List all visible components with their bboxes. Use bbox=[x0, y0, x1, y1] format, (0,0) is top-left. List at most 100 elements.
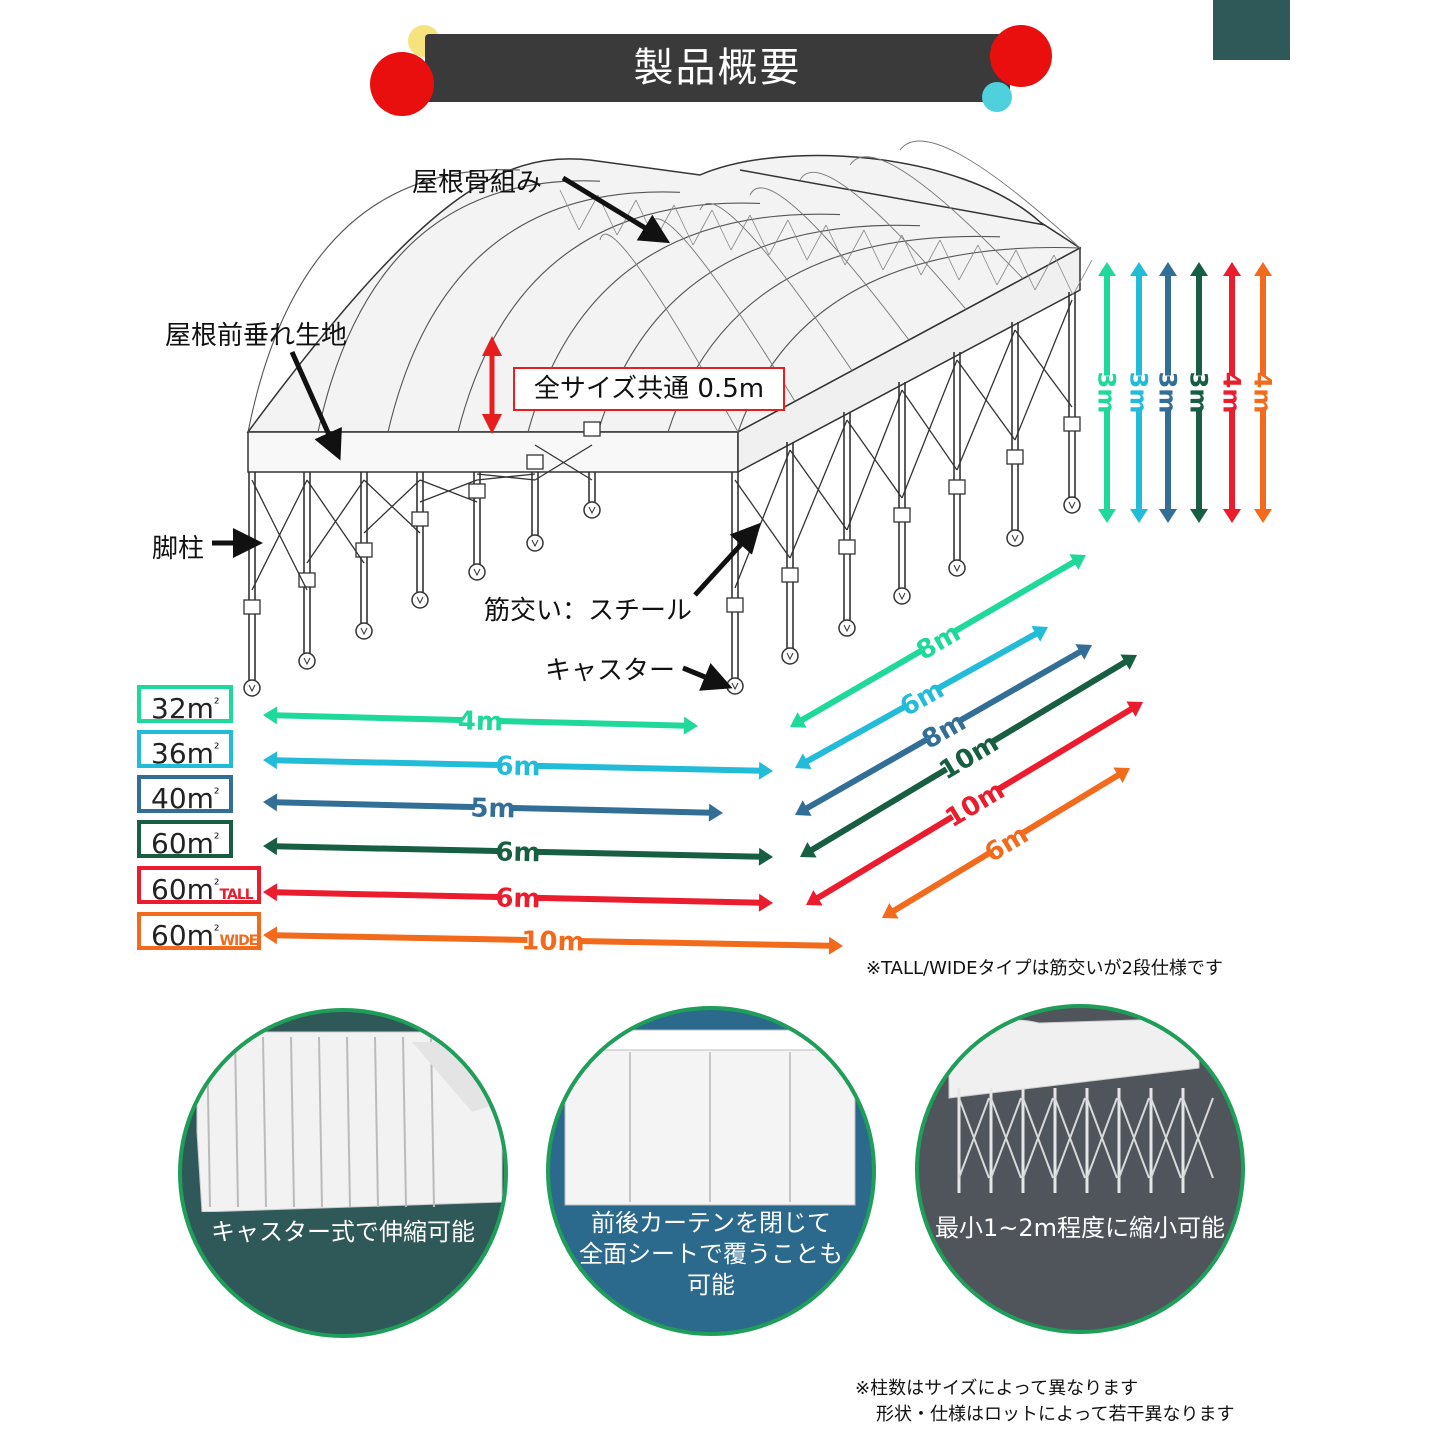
tent-fold bbox=[374, 1036, 379, 1208]
common-height-arrow-head bbox=[482, 414, 502, 434]
brace-label: 筋交い：スチール bbox=[484, 596, 693, 626]
depth-arrow-2-head bbox=[795, 800, 812, 816]
length-arrow-0: 4m bbox=[263, 705, 698, 737]
caster-mark bbox=[953, 564, 961, 573]
height-arrow-3-head bbox=[1190, 262, 1208, 276]
caster-wheel bbox=[468, 563, 486, 581]
common-height-label: 全サイズ共通 0.5m bbox=[513, 367, 785, 411]
length-arrow-3-label-group: 6m bbox=[495, 836, 541, 868]
length-arrow-3-head bbox=[758, 847, 773, 866]
feature-caption-3: 最小1~2m程度に縮小可能 bbox=[919, 1213, 1241, 1244]
cyan-dot bbox=[982, 82, 1012, 112]
length-arrow-4-head bbox=[263, 883, 278, 902]
caster-mark bbox=[588, 506, 596, 515]
size-suffix: TALL bbox=[219, 887, 254, 903]
cross-brace bbox=[956, 329, 1016, 471]
length-arrow-1-label: 6m bbox=[495, 751, 541, 782]
roof-truss-brace bbox=[863, 229, 884, 271]
depth-arrow-2-label-bg bbox=[920, 708, 967, 752]
length-arrow-3-label-bg bbox=[499, 836, 537, 867]
folded-brace bbox=[1086, 1097, 1118, 1179]
tent-curtain-photo bbox=[564, 1029, 856, 1206]
roof-truss-brace bbox=[939, 239, 960, 281]
height-arrow-1: 3m bbox=[1124, 262, 1152, 523]
caster-wheel bbox=[893, 587, 911, 605]
caster-mark bbox=[303, 657, 311, 666]
feature-caption-line: 可能 bbox=[687, 1271, 735, 1299]
size-unit-sup: ² bbox=[213, 741, 220, 757]
roof-truss bbox=[699, 202, 853, 371]
roof-ridge bbox=[739, 169, 1046, 226]
roof-truss-brace bbox=[730, 214, 751, 251]
height-arrow-5-label-bg bbox=[1249, 375, 1277, 410]
leg-clamp bbox=[468, 483, 486, 499]
caster-wheel bbox=[583, 501, 601, 519]
roof-truss-brace bbox=[882, 234, 903, 271]
height-arrow-2-head bbox=[1159, 262, 1177, 276]
common-height-arrow-head bbox=[482, 336, 502, 356]
size-box-40: 40m² bbox=[137, 775, 233, 814]
roof-outline bbox=[246, 154, 1082, 433]
roof-arch bbox=[387, 191, 681, 433]
leg-clamp bbox=[1006, 449, 1024, 465]
depth-arrow-5-head bbox=[882, 903, 899, 919]
roof-frame-arrow bbox=[561, 175, 671, 244]
roof-truss-brace bbox=[1034, 254, 1055, 291]
title-bar bbox=[425, 34, 1010, 102]
height-arrow-5: 4m bbox=[1248, 262, 1276, 523]
depth-arrow-1-label-bg bbox=[898, 676, 945, 719]
height-arrow-0-label-bg bbox=[1093, 375, 1121, 410]
caster-wheel bbox=[1063, 496, 1081, 514]
leg-clamp bbox=[583, 421, 601, 437]
length-arrow-4-label-bg bbox=[499, 882, 537, 913]
curtain-valance bbox=[564, 1029, 856, 1051]
leg-clamp bbox=[411, 511, 429, 527]
roof-truss-brace bbox=[958, 244, 979, 281]
size-unit-sup: ² bbox=[213, 877, 220, 893]
depth-arrow-3-head bbox=[800, 842, 817, 858]
height-arrow-4-head bbox=[1223, 509, 1241, 523]
caster-mark bbox=[1068, 501, 1076, 510]
feature-circle-2: 前後カーテンを閉じて全面シートで覆うことも可能 bbox=[546, 1006, 876, 1336]
cross-brace bbox=[363, 479, 421, 534]
cross-brace bbox=[846, 389, 903, 531]
depth-arrow-3-label-bg bbox=[939, 730, 998, 782]
roof-arch bbox=[457, 202, 761, 433]
length-arrow-5-label-bg bbox=[527, 925, 579, 956]
height-arrow-3-label-bg bbox=[1185, 375, 1213, 410]
size-unit-sup: ² bbox=[213, 786, 220, 802]
caster-wheel bbox=[726, 677, 744, 695]
roof-arch bbox=[317, 180, 601, 433]
feature-caption-line: 最小1~2m程度に縮小可能 bbox=[934, 1214, 1226, 1242]
height-arrow-5-head bbox=[1254, 262, 1272, 276]
depth-arrow-4-head bbox=[1126, 701, 1143, 717]
size-box-60-tall: 60m²TALL bbox=[137, 866, 261, 905]
size-box-32: 32m² bbox=[137, 685, 233, 724]
caster-wheel bbox=[948, 559, 966, 577]
depth-arrow-5-label: 6m bbox=[980, 820, 1034, 869]
roof-truss-brace bbox=[844, 229, 865, 266]
depth-arrow-5-label-group: 6m bbox=[980, 820, 1034, 869]
cross-brace bbox=[734, 449, 791, 589]
height-arrow-1-label-group: 3m bbox=[1124, 372, 1152, 414]
cross-brace bbox=[251, 479, 308, 591]
brace-arrow bbox=[693, 522, 762, 597]
length-arrow-2-head bbox=[263, 793, 278, 812]
roof-truss bbox=[849, 156, 1024, 279]
length-arrow-4-label-group: 6m bbox=[495, 882, 541, 914]
caster-mark bbox=[248, 684, 256, 693]
size-suffix: WIDE bbox=[219, 933, 259, 949]
roof-truss-brace bbox=[749, 214, 770, 256]
size-area: 36m bbox=[151, 737, 214, 770]
feature-caption-line: 前後カーテンを閉じて bbox=[591, 1209, 831, 1237]
tent-closed-photo bbox=[196, 1031, 503, 1212]
roof-valance-label: 屋根前垂れ生地 bbox=[165, 321, 348, 351]
roof-truss bbox=[899, 140, 1081, 249]
feature-caption-line: 全面シートで覆うことも bbox=[579, 1240, 843, 1268]
length-arrow-1-head bbox=[263, 751, 278, 770]
folded-brace bbox=[958, 1097, 990, 1179]
height-arrow-3: 3m bbox=[1184, 262, 1212, 523]
caster-wheel bbox=[1006, 529, 1024, 547]
depth-arrow-0-label-bg bbox=[915, 619, 961, 663]
